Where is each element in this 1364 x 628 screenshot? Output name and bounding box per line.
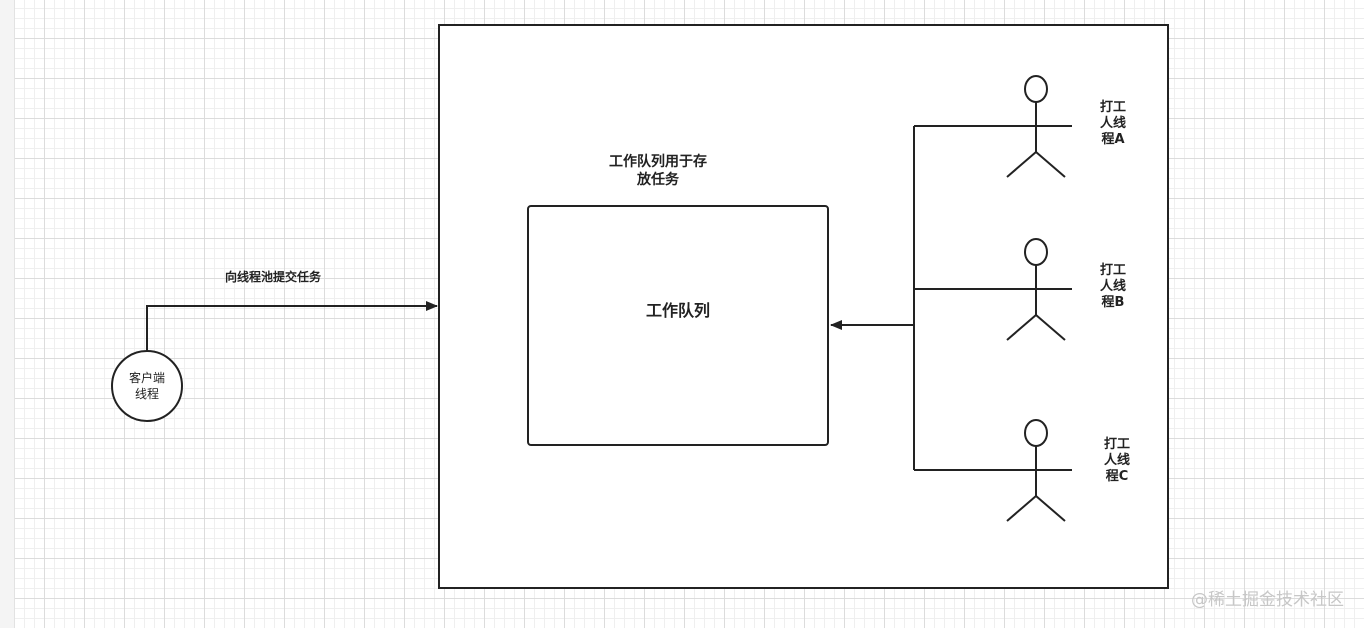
worker-a-label-line3: 程A xyxy=(1101,132,1125,147)
client-thread-label-line1: 客户端 xyxy=(128,371,165,385)
worker-c-label: 打工 人线 程C xyxy=(1092,437,1142,485)
client-thread-label-line2: 线程 xyxy=(134,387,159,401)
queue-caption-line2: 放任务 xyxy=(637,172,679,188)
worker-c-label-line3: 程C xyxy=(1105,469,1129,484)
worker-b-label-line1: 打工 xyxy=(1099,263,1126,278)
worker-b-actor xyxy=(1000,238,1072,341)
worker-c-label-line1: 打工 xyxy=(1103,437,1130,452)
worker-c-actor xyxy=(1000,419,1072,522)
worker-b-label: 打工 人线 程B xyxy=(1088,263,1138,311)
submit-task-label-text: 向线程池提交任务 xyxy=(224,270,321,284)
worker-c-label-line2: 人线 xyxy=(1103,453,1130,468)
worker-b-label-line3: 程B xyxy=(1101,295,1125,310)
worker-a-actor xyxy=(1000,75,1072,178)
submit-task-arrow xyxy=(146,301,438,351)
worker-a-label-line2: 人线 xyxy=(1099,116,1126,131)
left-panel-strip xyxy=(0,0,15,628)
queue-caption-line1: 工作队列用于存 xyxy=(609,154,707,170)
watermark: @稀土掘金技术社区 xyxy=(1191,590,1344,610)
work-queue-label-text: 工作队列 xyxy=(645,301,710,320)
worker-a-label: 打工 人线 程A xyxy=(1088,100,1138,148)
worker-a-label-line1: 打工 xyxy=(1099,100,1126,115)
work-queue-label: 工作队列 xyxy=(608,301,748,321)
submit-task-label: 向线程池提交任务 xyxy=(203,269,343,285)
worker-b-label-line2: 人线 xyxy=(1099,279,1126,294)
work-queue-box xyxy=(527,205,829,446)
client-thread-label: 客户端 线程 xyxy=(117,370,177,402)
queue-caption: 工作队列用于存 放任务 xyxy=(578,153,738,189)
